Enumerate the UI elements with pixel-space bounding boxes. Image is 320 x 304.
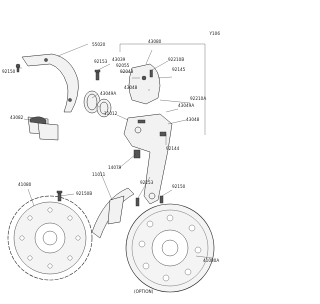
label-43080: 43080 xyxy=(148,39,162,44)
label-43049a-b: 43049A xyxy=(178,103,194,108)
label-43049a: 43049A xyxy=(100,91,116,96)
bolt-92150b xyxy=(56,190,63,202)
disc-guard xyxy=(21,53,79,113)
label-92150-top: 92150 xyxy=(2,69,16,74)
leader-lines xyxy=(18,43,213,259)
diagram-canvas: Y106 55020 92150 92153 43080 43039 92210… xyxy=(2,31,220,294)
label-11012: 11012 xyxy=(104,111,118,116)
bolt-92153-top xyxy=(94,69,101,81)
bleeder-valve xyxy=(149,69,153,78)
brake-disc-option xyxy=(125,203,215,293)
label-11011: 11011 xyxy=(92,172,106,177)
label-41080a: 41080A xyxy=(203,258,219,263)
bolt-92153-mid xyxy=(135,197,140,207)
label-43039: 43039 xyxy=(112,57,126,62)
label-92210a: 92210A xyxy=(190,96,206,101)
parts-diagram: Y106 55020 92150 92153 43080 43039 92210… xyxy=(2,31,220,294)
label-92153-mid: 92153 xyxy=(140,180,154,185)
callout-frame-43080 xyxy=(119,43,206,135)
slide-pin xyxy=(133,149,141,159)
brake-pads xyxy=(27,116,59,141)
label-92145: 92145 xyxy=(172,67,186,72)
label-option: (OPTION) xyxy=(134,289,154,294)
caliper-holder xyxy=(123,113,173,205)
label-92144: 92144 xyxy=(166,146,180,151)
label-43082: 43082 xyxy=(10,115,24,120)
guard-bolt-hole-2 xyxy=(68,98,72,102)
label-92055: 92055 xyxy=(116,63,130,68)
label-41080: 41080 xyxy=(18,182,32,187)
guard-bolt-hole xyxy=(44,58,48,62)
label-14079: 14079 xyxy=(108,165,122,170)
label-92043: 92043 xyxy=(120,69,134,74)
piston-seals xyxy=(83,90,112,118)
pad-spring xyxy=(29,116,47,125)
figure-code: Y106 xyxy=(208,31,220,36)
label-92150b: 92150B xyxy=(76,191,92,196)
brake-disc-left xyxy=(7,195,93,281)
label-92153-top: 92153 xyxy=(94,59,108,64)
label-92210b: 92210B xyxy=(168,57,184,62)
pad-pin xyxy=(137,119,146,124)
label-43048: 43048 xyxy=(124,85,138,90)
holder-pivot-hole xyxy=(148,192,156,200)
caliper-body xyxy=(128,63,161,105)
label-43048-b: 43048 xyxy=(186,117,200,122)
label-92150-low: 92150 xyxy=(172,184,186,189)
bolt-92150-low xyxy=(159,195,164,204)
cover-plate xyxy=(107,195,125,225)
caliper-bleeder-hole xyxy=(141,75,147,81)
holder-hole xyxy=(134,126,142,134)
label-55020: 55020 xyxy=(92,42,106,47)
holder-bolt xyxy=(159,131,167,137)
bolt-92150-top xyxy=(15,63,21,73)
